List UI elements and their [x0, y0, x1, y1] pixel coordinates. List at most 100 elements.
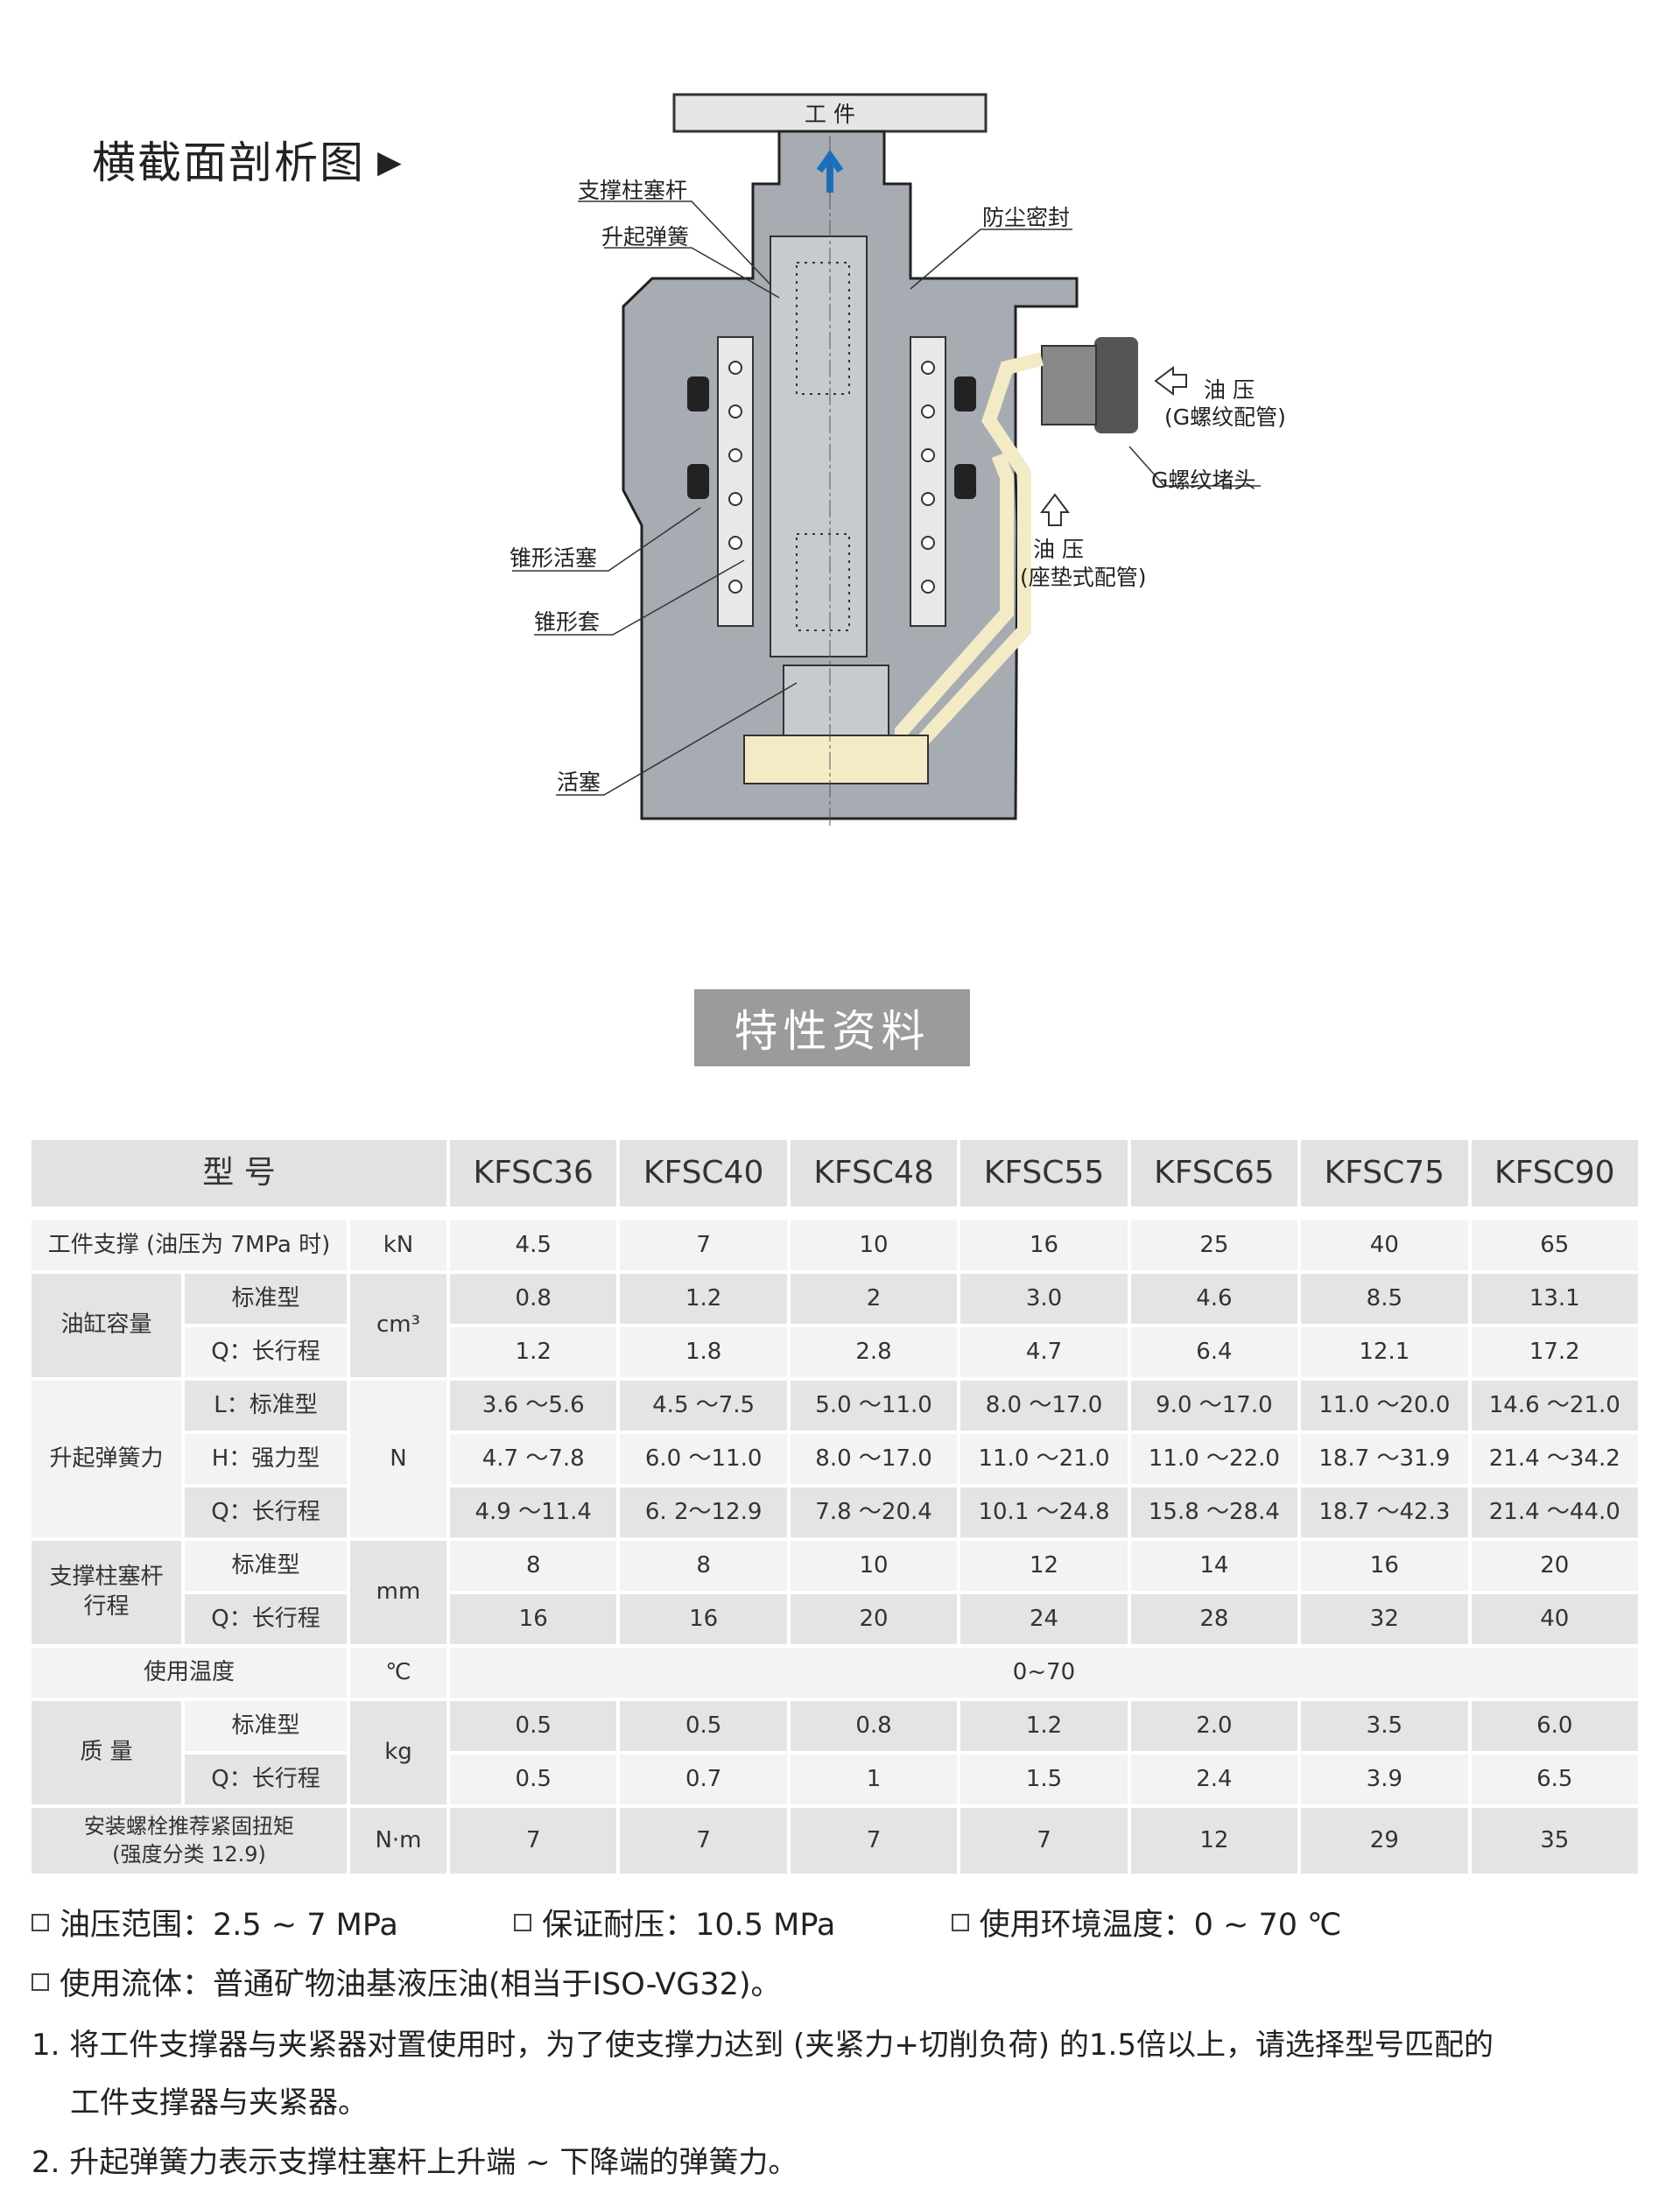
- note-1: 1. 将工件支撑器与夹紧器对置使用时，为了使支撑力达到 (夹紧力+切削负荷) 的…: [32, 2028, 1494, 2063]
- table-cell: 1.5: [960, 1754, 1128, 1804]
- sub-label: Q：长行程: [185, 1594, 347, 1644]
- section-title-text: 横截面剖析图: [92, 137, 365, 188]
- label-piston: 活塞: [557, 770, 601, 795]
- sub-label: L：标准型: [185, 1381, 347, 1431]
- table-cell: 12: [960, 1541, 1128, 1591]
- table-cell: 0.5: [450, 1754, 617, 1804]
- table-cell: 8: [450, 1541, 617, 1591]
- table-cell: 6.5: [1471, 1754, 1638, 1804]
- table-cell: 7: [450, 1808, 617, 1874]
- table-cell: 8.5: [1301, 1274, 1468, 1324]
- specs-section-header: 特性资料: [694, 989, 970, 1066]
- sub-label: 标准型: [185, 1541, 347, 1591]
- play-arrow-icon: ▶: [377, 144, 404, 180]
- table-cell: 13.1: [1471, 1274, 1638, 1324]
- unit-cell: N: [350, 1381, 446, 1537]
- g-plug-shape: [1094, 337, 1138, 433]
- table-cell-temp: 0~70: [450, 1648, 1638, 1698]
- table-cell: 18.7 ～42.3: [1301, 1487, 1468, 1537]
- table-cell: 4.6: [1130, 1274, 1298, 1324]
- sub-label: 标准型: [185, 1274, 347, 1324]
- table-cell: 11.0 ～22.0: [1130, 1434, 1298, 1484]
- unit-cell: kg: [350, 1701, 446, 1804]
- row-label-stroke-text: 行程: [83, 1593, 130, 1620]
- row-label-torque: 安装螺栓推荐紧固扭矩(强度分类 12.9): [32, 1808, 347, 1874]
- table-cell: 4.5 ～7.5: [620, 1381, 787, 1431]
- table-cell: 12: [1130, 1808, 1298, 1874]
- table-cell: 20: [1471, 1541, 1638, 1591]
- table-cell: 29: [1301, 1808, 1468, 1874]
- table-cell: 40: [1471, 1594, 1638, 1644]
- table-cell: 11.0 ～20.0: [1301, 1381, 1468, 1431]
- label-oil-g-pipe: (G螺纹配管): [1164, 404, 1286, 430]
- table-cell: 6.4: [1130, 1327, 1298, 1377]
- model-header-cell: KFSC48: [790, 1140, 958, 1206]
- row-label-spring: 升起弹簧力: [32, 1381, 181, 1537]
- label-oil-g: 油 压: [1204, 377, 1255, 403]
- oil-pad-arrow-icon: [1040, 493, 1070, 526]
- table-cell: 1.2: [620, 1274, 787, 1324]
- sub-label: Q：长行程: [185, 1754, 347, 1804]
- model-header-cell: KFSC36: [450, 1140, 617, 1206]
- label-g-plug: G螺纹堵头: [1151, 468, 1255, 493]
- sub-label: H：强力型: [185, 1434, 347, 1484]
- table-cell: 4.5: [450, 1220, 617, 1270]
- table-cell: 2.8: [790, 1327, 958, 1377]
- table-cell: 16: [960, 1220, 1128, 1270]
- table-cell: 2: [790, 1274, 958, 1324]
- table-cell: 16: [1301, 1541, 1468, 1591]
- unit-cell: cm³: [350, 1274, 446, 1377]
- table-cell: 4.7: [960, 1327, 1128, 1377]
- table-cell: 6.0: [1471, 1701, 1638, 1751]
- table-cell: 1.8: [620, 1327, 787, 1377]
- table-cell: 5.0 ～11.0: [790, 1381, 958, 1431]
- model-header-cell: KFSC55: [960, 1140, 1128, 1206]
- note-1-cont: 工件支撑器与夹紧器。: [70, 2085, 368, 2120]
- table-cell: 7.8 ～20.4: [790, 1487, 958, 1537]
- note-pressure: 油压范围：2.5 ~ 7 MPa: [60, 1908, 398, 1943]
- unit-cell: mm: [350, 1541, 446, 1644]
- section-title: 横截面剖析图 ▶: [92, 128, 404, 191]
- table-cell: 1: [790, 1754, 958, 1804]
- table-cell: 35: [1471, 1808, 1638, 1874]
- table-cell: 7: [960, 1808, 1128, 1874]
- table-cell: 11.0 ～21.0: [960, 1434, 1128, 1484]
- table-cell: 4.9 ～11.4: [450, 1487, 617, 1537]
- row-label-support: 工件支撑 (油压为 7MPa 时): [32, 1220, 347, 1270]
- label-dust-seal: 防尘密封: [982, 205, 1070, 230]
- table-cell: 7: [790, 1808, 958, 1874]
- sub-label: Q：长行程: [185, 1487, 347, 1537]
- notes-line-2: 使用流体：普通矿物油基液压油(相当于ISO-VG32)。: [32, 1959, 782, 2004]
- table-cell: 0.7: [620, 1754, 787, 1804]
- table-cell: 6. 2～12.9: [620, 1487, 787, 1537]
- table-cell: 18.7 ～31.9: [1301, 1434, 1468, 1484]
- label-oil-pad: 油 压: [1033, 537, 1084, 562]
- table-cell: 7: [620, 1220, 787, 1270]
- note-proof: 保证耐压：10.5 MPa: [542, 1908, 836, 1943]
- label-cone-piston: 锥形活塞: [510, 545, 597, 571]
- unit-cell: N·m: [350, 1808, 446, 1874]
- label-cone-sleeve: 锥形套: [534, 609, 600, 635]
- checkbox-square-icon: [951, 1914, 969, 1931]
- sub-label: Q：长行程: [185, 1327, 347, 1377]
- table-cell: 0.5: [450, 1701, 617, 1751]
- model-header-cell: KFSC40: [620, 1140, 787, 1206]
- table-cell: 10.1 ～24.8: [960, 1487, 1128, 1537]
- table-cell: 24: [960, 1594, 1128, 1644]
- oil-inlet-arrow-icon: [1154, 366, 1187, 396]
- table-cell: 21.4 ～44.0: [1471, 1487, 1638, 1537]
- table-cell: 0.5: [620, 1701, 787, 1751]
- table-cell: 3.9: [1301, 1754, 1468, 1804]
- table-cell: 32: [1301, 1594, 1468, 1644]
- table-cell: 8.0 ～17.0: [960, 1381, 1128, 1431]
- unit-cell: ℃: [350, 1648, 446, 1698]
- row-label-cylinder: 油缸容量: [32, 1274, 181, 1377]
- note-env-temp: 使用环境温度：0 ~ 70 ℃: [979, 1908, 1342, 1943]
- table-cell: 12.1: [1301, 1327, 1468, 1377]
- cross-section-diagram: 工 件 支撑柱塞杆 升起弹簧 防尘密封 油 压 (G螺纹配管) G螺纹堵头 油 …: [510, 93, 1286, 827]
- table-cell: 17.2: [1471, 1327, 1638, 1377]
- table-cell: 14: [1130, 1541, 1298, 1591]
- table-cell: 7: [620, 1808, 787, 1874]
- row-label-mass: 质 量: [32, 1701, 181, 1804]
- table-cell: 65: [1471, 1220, 1638, 1270]
